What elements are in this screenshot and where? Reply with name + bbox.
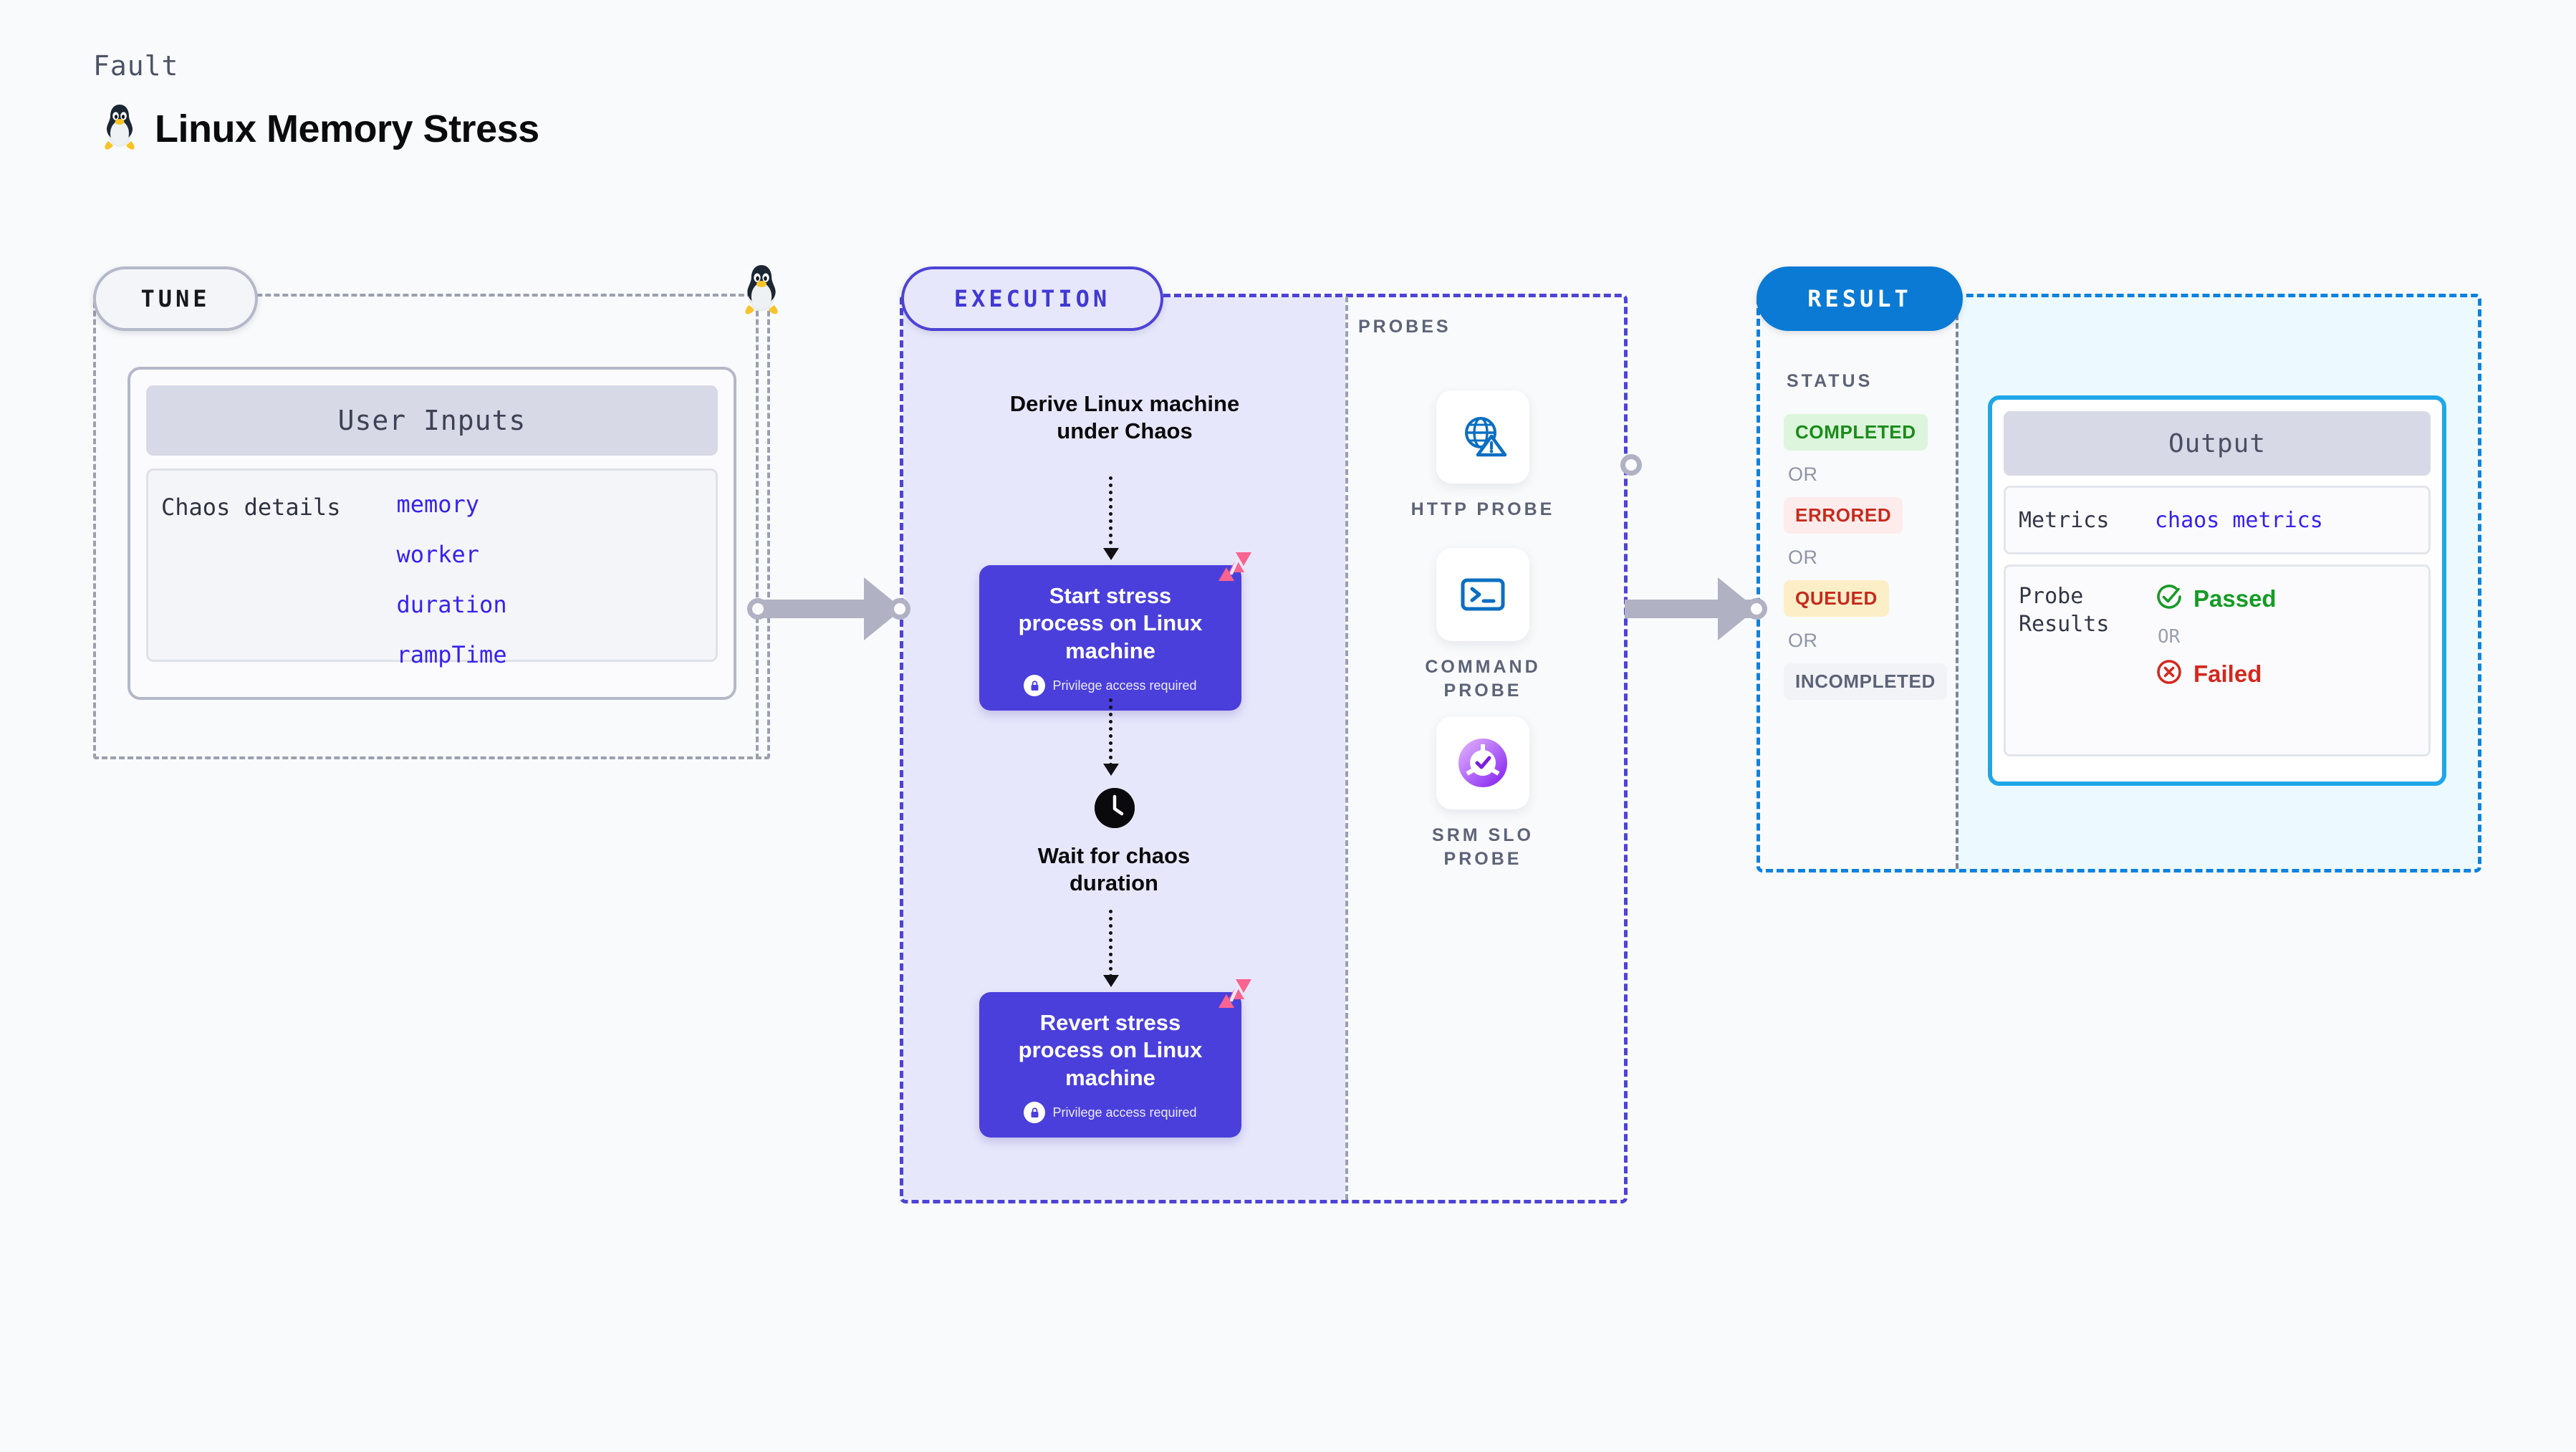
probe-command-label: COMMAND PROBE xyxy=(1425,657,1541,701)
status-badge-completed: COMPLETED xyxy=(1784,414,1928,451)
output-row-probe-results: Probe Results Passed OR xyxy=(2004,564,2431,756)
linux-penguin-icon xyxy=(100,103,139,154)
execution-step-start-privilege-text: Privilege access required xyxy=(1052,678,1197,693)
output-row-metrics: Metrics chaos metrics xyxy=(2004,486,2431,554)
execution-step-revert[interactable]: Revert stress process on Linux machine P… xyxy=(979,979,1251,1138)
derive-step-label: Derive Linux machine under Chaos xyxy=(1009,391,1240,444)
lock-icon xyxy=(1024,675,1046,697)
x-circle-icon xyxy=(2155,658,2183,690)
probe-result-passed-label: Passed xyxy=(2193,585,2277,612)
probe-result-failed: Failed xyxy=(2155,658,2277,690)
probe-result-passed: Passed xyxy=(2155,582,2277,615)
probe-result-failed-label: Failed xyxy=(2193,660,2262,687)
wait-step-label: Wait for chaos duration xyxy=(1037,843,1191,896)
status-column-title: STATUS xyxy=(1787,371,1873,391)
execution-step-start-title: Start stress process on Linux machine xyxy=(1018,583,1203,663)
tune-region xyxy=(93,294,770,759)
probes-section-title: PROBES xyxy=(1358,317,1451,337)
connector-node-tune-out xyxy=(747,598,769,620)
page-title: Linux Memory Stress xyxy=(155,107,539,150)
flow-arrowhead-3 xyxy=(1103,975,1119,987)
linux-penguin-icon xyxy=(745,265,778,314)
execution-step-start[interactable]: Start stress process on Linux machine Pr… xyxy=(979,552,1251,711)
page-title-row: Linux Memory Stress xyxy=(100,103,539,154)
status-or-1: OR xyxy=(1788,463,1818,485)
harness-logo-icon xyxy=(1219,552,1251,581)
result-column-divider xyxy=(1956,297,1959,869)
fault-kicker: Fault xyxy=(93,50,179,82)
output-card-header: Output xyxy=(2004,411,2431,476)
param-duration[interactable]: duration xyxy=(396,591,507,618)
probe-http[interactable]: HTTP PROBE xyxy=(1397,390,1569,521)
probe-results-values: Passed OR Failed xyxy=(2155,582,2277,690)
connector-node-execution-in xyxy=(889,598,910,620)
flow-connector-1 xyxy=(1109,476,1112,552)
status-or-2: OR xyxy=(1788,547,1818,568)
flow-connector-3 xyxy=(1109,910,1112,978)
execution-step-revert-privilege-text: Privilege access required xyxy=(1052,1105,1197,1120)
probes-left-divider xyxy=(1345,297,1348,1200)
stage-pill-execution[interactable]: EXECUTION xyxy=(901,266,1163,331)
probe-http-label: HTTP PROBE xyxy=(1410,499,1555,519)
flow-arrowhead-1 xyxy=(1103,548,1119,560)
check-circle-icon xyxy=(2155,582,2183,615)
connector-node-result-in xyxy=(1746,598,1767,620)
output-card: Output Metrics chaos metrics Probe Resul… xyxy=(1988,395,2446,786)
flow-connector-2 xyxy=(1109,698,1112,766)
chaos-details-label: Chaos details xyxy=(161,494,341,521)
connector-arrow-tune-to-execution xyxy=(763,600,867,618)
execution-step-start-privilege: Privilege access required xyxy=(992,675,1229,697)
flow-arrowhead-2 xyxy=(1103,764,1119,776)
srm-slo-donut-icon xyxy=(1436,716,1529,809)
user-inputs-card: User Inputs Chaos details memory worker … xyxy=(128,367,736,700)
globe-warning-icon xyxy=(1436,390,1529,484)
stage-pill-result[interactable]: RESULT xyxy=(1756,266,1963,331)
probe-srm-slo-label: SRM SLO PROBE xyxy=(1432,825,1534,869)
probe-results-label: Probe Results xyxy=(2019,584,2110,637)
probe-result-or: OR xyxy=(2158,626,2181,648)
param-ramptime[interactable]: rampTime xyxy=(396,641,507,668)
user-inputs-body: Chaos details memory worker duration ram… xyxy=(146,468,718,668)
terminal-icon xyxy=(1436,548,1529,641)
param-worker[interactable]: worker xyxy=(396,541,480,568)
status-badge-errored: ERRORED xyxy=(1784,497,1903,534)
lock-icon xyxy=(1024,1102,1046,1124)
execution-probes-region xyxy=(900,294,1628,1203)
probe-command[interactable]: COMMAND PROBE xyxy=(1397,548,1569,702)
clock-icon xyxy=(1095,788,1135,828)
tune-right-divider xyxy=(756,294,759,759)
metrics-label: Metrics xyxy=(2019,507,2110,533)
result-region xyxy=(1756,294,2481,872)
harness-logo-icon xyxy=(1219,979,1251,1008)
user-inputs-header: User Inputs xyxy=(146,385,718,456)
chaos-params-list: memory worker duration rampTime xyxy=(396,491,507,668)
param-memory[interactable]: memory xyxy=(396,491,480,518)
stage-pill-tune[interactable]: TUNE xyxy=(93,266,258,331)
connector-node-probes-right xyxy=(1620,454,1642,476)
page-header: Fault Linux Memory Stress xyxy=(93,50,539,154)
probe-srm-slo[interactable]: SRM SLO PROBE xyxy=(1397,716,1569,870)
metrics-value[interactable]: chaos metrics xyxy=(2155,507,2323,533)
status-list: COMPLETED OR ERRORED OR QUEUED OR INCOMP… xyxy=(1784,414,1948,700)
execution-step-revert-title: Revert stress process on Linux machine xyxy=(1018,1010,1203,1090)
status-badge-queued: QUEUED xyxy=(1784,580,1889,617)
status-or-3: OR xyxy=(1788,630,1818,651)
execution-step-revert-privilege: Privilege access required xyxy=(992,1102,1229,1124)
status-badge-incompleted: INCOMPLETED xyxy=(1784,663,1947,700)
